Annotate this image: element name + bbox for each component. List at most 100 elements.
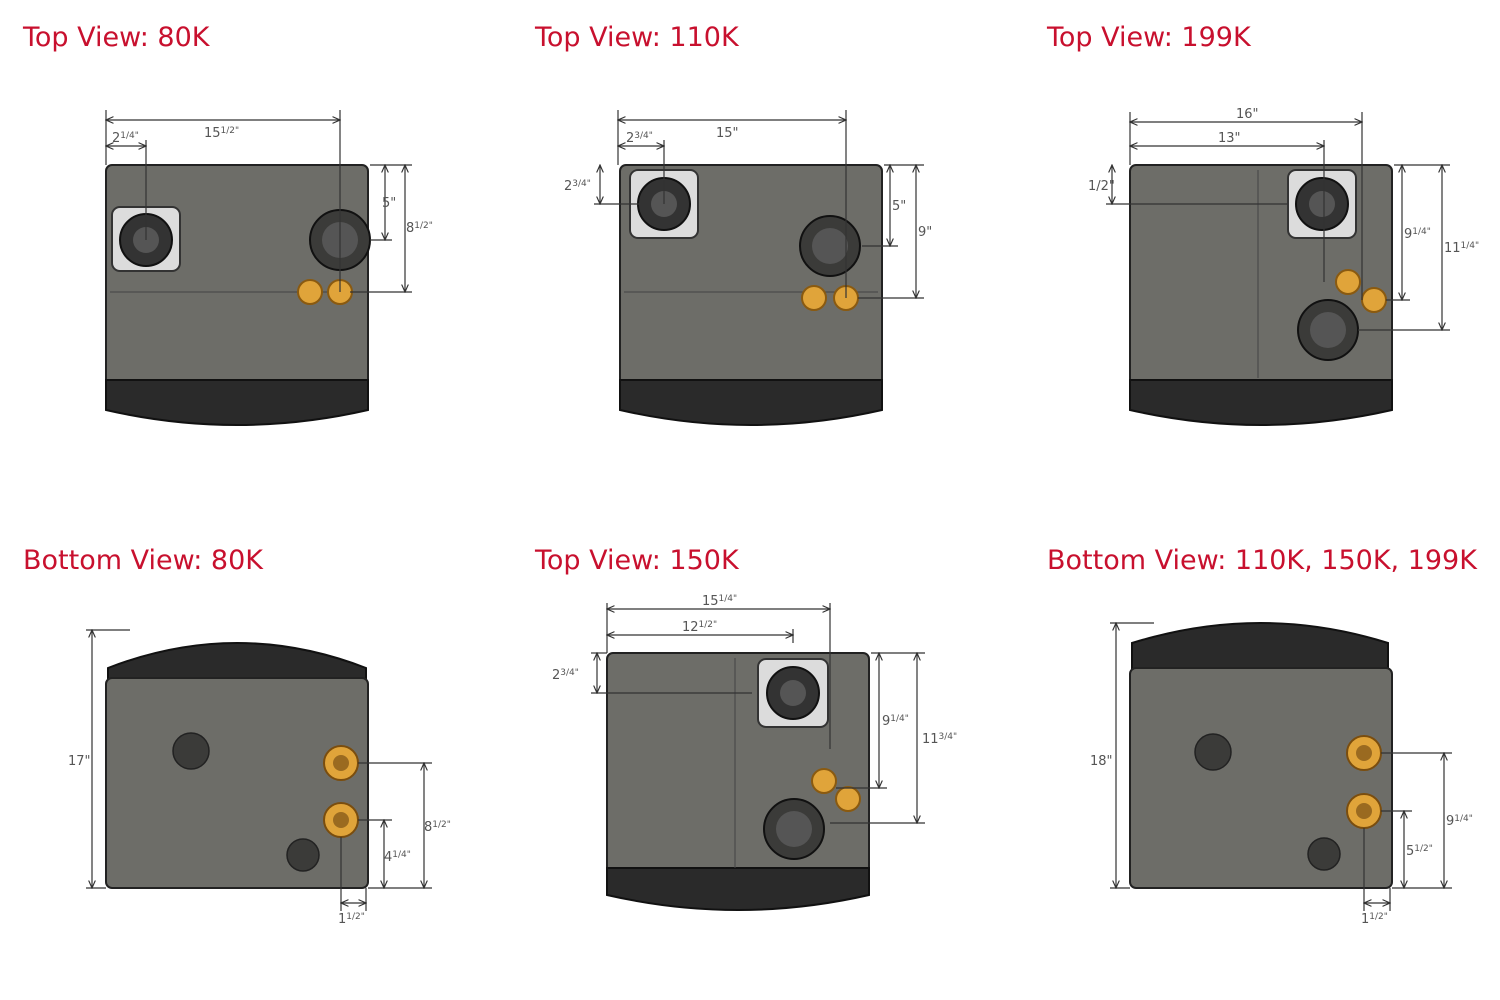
- dim-label: 8: [406, 221, 414, 236]
- dim-fraction: 3/4": [560, 668, 579, 678]
- panel-title: Top View: 150K: [535, 545, 739, 576]
- svg-text:81/2": 81/2": [406, 221, 433, 236]
- dim-label: 8: [424, 820, 432, 835]
- dim-label: 5": [892, 199, 906, 214]
- dim-label: 2: [626, 131, 634, 146]
- dim-fraction: 1/4": [719, 594, 738, 604]
- panel-title: Top View: 110K: [535, 22, 739, 53]
- heater-base: [606, 867, 870, 911]
- dim-label: 12: [682, 620, 699, 635]
- dim-label: 2: [112, 131, 120, 146]
- svg-text:91/4": 91/4": [1446, 814, 1473, 829]
- dim-label: 9: [1404, 227, 1412, 242]
- heater-top-199k-drawing: 16" 13" 1/2" 91/4" 111/4": [1088, 107, 1479, 426]
- heater-body: [105, 164, 369, 388]
- vent-connector: [1287, 169, 1357, 239]
- dim-fraction: 1/4": [890, 714, 909, 724]
- heater-base: [619, 379, 883, 426]
- dim-label: 11: [922, 732, 939, 747]
- gas-water-fittings: [1335, 269, 1387, 313]
- panel-title: Top View: 199K: [1047, 22, 1251, 53]
- heater-top-80k-drawing: 21/4" 151/2" 5" 81/2": [105, 110, 433, 426]
- dim-label: 18": [1090, 754, 1113, 769]
- dim-label: 9": [918, 225, 932, 240]
- dim-label: 9: [1446, 814, 1454, 829]
- svg-text:51/2": 51/2": [1406, 844, 1433, 859]
- dim-label: 16": [1236, 107, 1259, 122]
- panel-title: Top View: 80K: [23, 22, 210, 53]
- svg-text:151/2": 151/2": [204, 126, 239, 141]
- panel-title: Bottom View: 80K: [23, 545, 263, 576]
- dim-fraction: 1/4": [1412, 227, 1431, 237]
- dim-fraction: 1/2": [432, 820, 451, 830]
- dim-fraction: 1/2": [221, 126, 240, 136]
- dim-fraction: 1/2": [1414, 844, 1433, 854]
- dim-label: 4: [384, 850, 392, 865]
- dim-fraction: 1/2": [414, 221, 433, 231]
- svg-text:111/4": 111/4": [1444, 241, 1479, 256]
- dim-fraction: 3/4": [939, 732, 958, 742]
- panel-bottom-view-80k: Bottom View: 80K 17" 81/2" 41/4" 11/: [0, 523, 500, 1000]
- drain-plug: [172, 732, 210, 770]
- dim-fraction: 1/4": [1461, 241, 1480, 251]
- panel-top-view-199k: Top View: 199K: [1024, 0, 1500, 477]
- svg-text:91/4": 91/4": [1404, 227, 1431, 242]
- dim-fraction: 1/4": [392, 850, 411, 860]
- dim-label: 1: [1361, 912, 1369, 927]
- svg-text:23/4": 23/4": [552, 668, 579, 683]
- dim-label: 5": [382, 196, 396, 211]
- dim-fraction: 1/2": [699, 620, 718, 630]
- drain-plug: [286, 838, 320, 872]
- air-intake-connector: [763, 798, 825, 860]
- svg-text:113/4": 113/4": [922, 732, 957, 747]
- panel-bottom-view-110k-150k-199k: Bottom View: 110K, 150K, 199K 18" 91/4": [1024, 523, 1500, 1000]
- heater-top-150k-drawing: 151/4" 121/2" 23/4" 91/4" 113/4": [552, 594, 957, 911]
- dim-fraction: 1/2": [1369, 912, 1388, 922]
- dim-label: 2: [564, 179, 572, 194]
- heater-base: [107, 642, 367, 684]
- air-intake-connector: [1297, 299, 1359, 361]
- dim-label: 1: [338, 912, 346, 927]
- dim-label: 15: [204, 126, 221, 141]
- dim-label: 5: [1406, 844, 1414, 859]
- svg-text:151/4": 151/4": [702, 594, 737, 609]
- dim-label: 15: [702, 594, 719, 609]
- heater-body: [1129, 667, 1393, 889]
- air-intake-connector: [799, 215, 861, 277]
- vent-connector: [757, 658, 829, 728]
- dim-fraction: 1/4": [120, 131, 139, 141]
- gas-water-fittings: [801, 285, 859, 311]
- dim-label: 15": [716, 126, 739, 141]
- svg-text:11/2": 11/2": [1361, 912, 1388, 927]
- dim-label: 1/2": [1088, 179, 1115, 194]
- svg-text:41/4": 41/4": [384, 850, 411, 865]
- panel-title: Bottom View: 110K, 150K, 199K: [1047, 545, 1477, 576]
- dim-fraction: 3/4": [634, 131, 653, 141]
- svg-text:81/2": 81/2": [424, 820, 451, 835]
- svg-text:23/4": 23/4": [564, 179, 591, 194]
- svg-text:23/4": 23/4": [626, 131, 653, 146]
- panel-top-view-150k: Top View: 150K: [512, 523, 1012, 1000]
- gas-water-fittings: [811, 768, 861, 812]
- heater-top-110k-drawing: 23/4" 15" 23/4" 5" 9": [564, 110, 932, 426]
- svg-text:11/2": 11/2": [338, 912, 365, 927]
- heater-bottom-large-drawing: 18" 91/4" 51/2" 11/2": [1090, 622, 1473, 927]
- dim-label: 2: [552, 668, 560, 683]
- water-fittings: [323, 745, 359, 838]
- dim-fraction: 1/2": [346, 912, 365, 922]
- dim-fraction: 3/4": [572, 179, 591, 189]
- heater-base: [1131, 622, 1389, 674]
- heater-bottom-80k-drawing: 17" 81/2" 41/4" 11/2": [68, 523, 451, 927]
- svg-text:21/4": 21/4": [112, 131, 139, 146]
- svg-text:121/2": 121/2": [682, 620, 717, 635]
- dim-label: 11: [1444, 241, 1461, 256]
- heater-base: [1129, 379, 1393, 426]
- panel-top-view-80k: Top View: 80K 21/4": [0, 0, 500, 477]
- dim-label: 13": [1218, 131, 1241, 146]
- drain-plug: [1194, 733, 1232, 771]
- dim-label: 9: [882, 714, 890, 729]
- panel-top-view-110k: Top View: 110K: [512, 0, 1012, 477]
- heater-base: [105, 379, 369, 426]
- svg-text:91/4": 91/4": [882, 714, 909, 729]
- heater-body: [105, 677, 369, 889]
